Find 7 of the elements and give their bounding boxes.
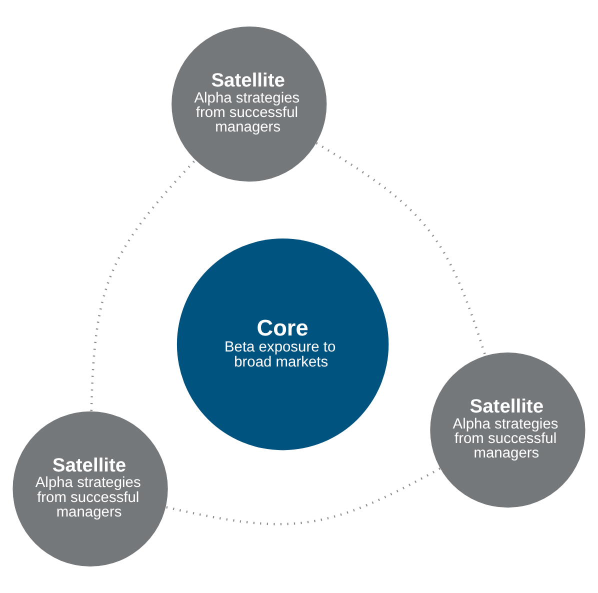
node-circle: Satellite Alpha strategies from successful managers (172, 26, 327, 182)
node-circle: Satellite Alpha strategies from successful managers (12, 411, 168, 566)
connector (90, 160, 196, 411)
node-circle: Core Beta exposure to broad markets (176, 238, 389, 450)
connector (166, 468, 441, 526)
node-circle: Satellite Alpha strategies from successful managers (430, 352, 586, 508)
connector (316, 142, 486, 356)
